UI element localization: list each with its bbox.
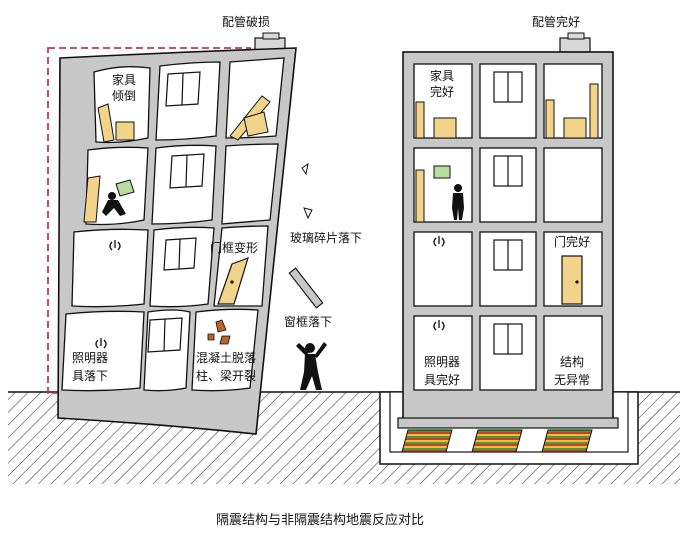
- roof-pipe-unit-intact: [559, 32, 591, 53]
- light-fall-label-line2: 具落下: [72, 369, 108, 383]
- furniture-topple-label-line2: 倾倒: [112, 89, 136, 103]
- standing-person-inside: [452, 184, 464, 220]
- isolator-3: [541, 429, 593, 453]
- glass-falling-label: 玻璃碎片落下: [290, 230, 362, 245]
- base-isolators: [401, 429, 593, 453]
- falling-glass-shards: [301, 162, 313, 220]
- falling-window-frame: [288, 267, 324, 309]
- intact-furniture: [415, 83, 599, 223]
- pipe-intact-label: 配管完好: [532, 14, 580, 29]
- light-intact-label-line1: 照明器: [424, 355, 460, 369]
- structure-ok-label-line2: 无异常: [554, 373, 590, 387]
- structure-ok-label-line1: 结构: [560, 354, 584, 369]
- light-fall-label-line1: 照明器: [72, 351, 108, 365]
- concrete-spall-label-line1: 混凝土脱落: [196, 350, 256, 365]
- windows: [147, 71, 205, 353]
- furniture-intact-label-line1: 家具: [430, 68, 454, 83]
- toppled-furniture: [83, 95, 271, 223]
- left-building: 家具 倾倒 门框变形 照明器 具落下 混凝土脱落 柱、梁开裂: [47, 32, 297, 435]
- furniture-topple-label-line1: 家具: [112, 72, 136, 87]
- door-intact-label: 门完好: [554, 234, 590, 249]
- intact-light-fixture: [433, 236, 445, 331]
- door-knob: [230, 280, 234, 284]
- frame-falling-label: 窗框落下: [284, 315, 332, 329]
- furniture-intact-label-line2: 完好: [430, 84, 454, 99]
- isolator-2: [471, 429, 523, 453]
- concrete-spall-label-line2: 柱、梁开裂: [196, 368, 256, 383]
- pipe-damaged-label: 配管破损: [222, 14, 270, 29]
- person-outside: [296, 342, 327, 390]
- concrete-debris: [207, 319, 231, 345]
- windows-intact: [493, 71, 523, 355]
- door-deformed-label: 门框变形: [210, 240, 258, 255]
- isolator-1: [401, 429, 453, 453]
- intact-door-knob: [575, 280, 579, 284]
- right-building: 家具 完好 门完好 照明器 具完好 结构 无异常: [397, 32, 619, 429]
- fallen-light-fixture: [95, 240, 121, 349]
- intact-door: [561, 255, 583, 305]
- figure-caption: 隔震结构与非隔震结构地震反应对比: [216, 512, 424, 528]
- light-intact-label-line2: 具完好: [424, 372, 460, 387]
- building-base-slab: [397, 417, 619, 429]
- falling-person-inside: [102, 192, 126, 216]
